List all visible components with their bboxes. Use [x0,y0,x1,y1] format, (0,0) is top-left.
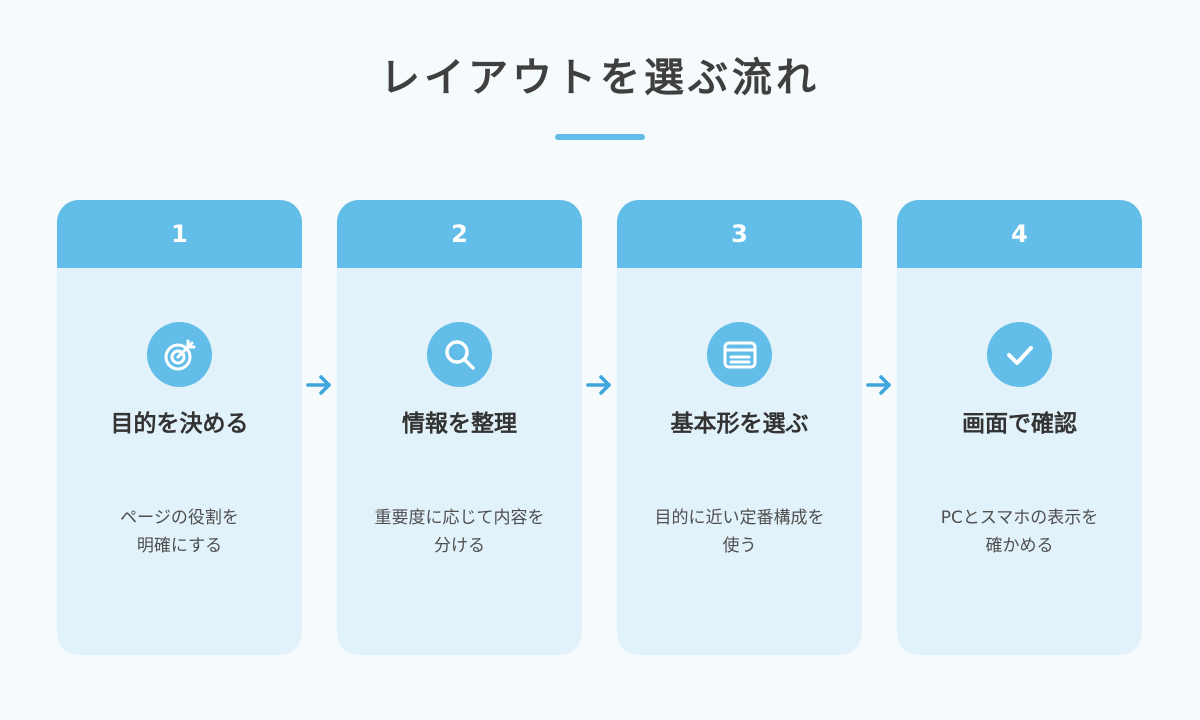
page-title: レイアウトを選ぶ流れ [380,55,820,101]
title-underline [555,134,645,140]
step-description: ページの役割を 明確にする [57,504,302,560]
step-description-line: 使う [722,536,757,556]
step-number-header: 1 [57,200,302,268]
step-card-1: 1 目的を決める ページの役割を 明確にする [57,200,302,655]
arrow-right-icon [586,375,611,395]
step-number-header: 2 [337,200,582,268]
search-icon [427,322,492,387]
step-card-2: 2 情報を整理 重要度に応じて内容を 分ける [337,200,582,655]
step-description-line: PCとスマホの表示を [940,508,1099,528]
step-number: 4 [1011,220,1028,248]
step-title: 目的を決める [110,411,249,437]
arrow-right-icon [306,375,331,395]
step-title: 画面で確認 [962,411,1077,437]
step-number: 3 [731,220,748,248]
step-description-line: 重要度に応じて内容を [374,508,545,528]
step-description-line: 確かめる [985,536,1054,556]
target-icon [147,322,212,387]
arrow-right-icon [866,375,891,395]
step-number-header: 4 [897,200,1142,268]
step-description: 目的に近い定番構成を 使う [617,504,862,560]
step-number-header: 3 [617,200,862,268]
step-number: 1 [171,220,188,248]
step-description-line: 目的に近い定番構成を [654,508,825,528]
step-description-line: ページの役割を [120,508,239,528]
step-description: 重要度に応じて内容を 分ける [337,504,582,560]
step-number: 2 [451,220,468,248]
check-icon [987,322,1052,387]
step-title: 情報を整理 [402,411,517,437]
layout-icon [707,322,772,387]
step-title: 基本形を選ぶ [670,411,809,437]
step-description-line: 分ける [434,536,485,556]
step-description-line: 明確にする [136,536,223,556]
step-description: PCとスマホの表示を 確かめる [897,504,1142,560]
step-card-3: 3 基本形を選ぶ 目的に近い定番構成を 使う [617,200,862,655]
step-card-4: 4 画面で確認 PCとスマホの表示を 確かめる [897,200,1142,655]
